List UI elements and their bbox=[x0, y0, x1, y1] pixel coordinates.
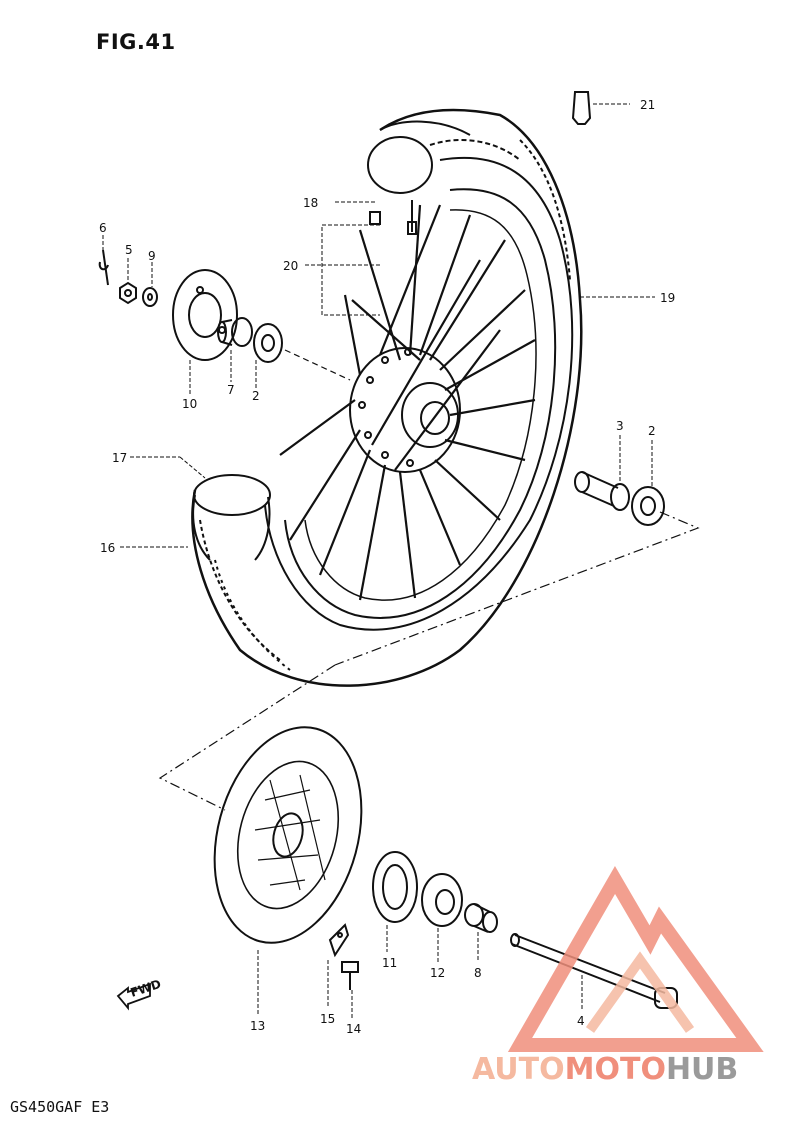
bearing-retainer bbox=[421, 873, 463, 927]
callout-c3: 3 bbox=[616, 419, 624, 433]
speedometer-gearbox-plate bbox=[172, 269, 238, 361]
callout-c15: 15 bbox=[320, 1012, 335, 1026]
callout-c6: 6 bbox=[99, 221, 107, 235]
callout-c19: 19 bbox=[660, 291, 675, 305]
tire bbox=[191, 108, 583, 687]
figure-title: FIG.41 bbox=[96, 30, 176, 54]
callout-c7: 7 bbox=[227, 383, 235, 397]
oil-seal bbox=[372, 851, 418, 923]
callout-c13: 13 bbox=[250, 1019, 265, 1033]
fwd-arrow-icon bbox=[116, 982, 151, 1011]
watermark-part-2: MOTO bbox=[564, 1052, 666, 1087]
disc-bolt bbox=[341, 961, 359, 990]
callout-c4: 4 bbox=[577, 1014, 585, 1028]
tube-section-bottom bbox=[192, 474, 271, 561]
cotter-pin bbox=[98, 249, 109, 286]
bearing-right bbox=[631, 486, 665, 526]
callout-c2b: 2 bbox=[648, 424, 656, 438]
callout-c11: 11 bbox=[382, 956, 397, 970]
tire-section-top bbox=[367, 120, 521, 194]
leader-lines bbox=[102, 103, 655, 1018]
callout-c2a: 2 bbox=[252, 389, 260, 403]
bearing-left bbox=[253, 323, 283, 363]
callout-c14: 14 bbox=[346, 1022, 361, 1036]
spacer-left bbox=[217, 317, 253, 347]
watermark-logo-icon bbox=[507, 866, 764, 1052]
watermark-text: AUTOMOTOHUB bbox=[472, 1052, 738, 1087]
callout-c5: 5 bbox=[125, 243, 133, 257]
washer bbox=[142, 287, 158, 307]
callout-c9: 9 bbox=[148, 249, 156, 263]
spokes bbox=[279, 204, 536, 601]
model-code: GS450GAF E3 bbox=[10, 1098, 110, 1116]
watermark-part-1: AUTO bbox=[472, 1052, 565, 1087]
tire-valve bbox=[407, 200, 417, 235]
rim bbox=[284, 188, 557, 619]
spacer bbox=[464, 903, 498, 933]
lock-washer bbox=[328, 923, 350, 958]
callout-c16: 16 bbox=[100, 541, 115, 555]
brake-disc bbox=[213, 726, 363, 944]
callout-c20: 20 bbox=[283, 259, 298, 273]
callout-c12: 12 bbox=[430, 966, 445, 980]
valve-cap bbox=[571, 91, 592, 125]
callout-c17: 17 bbox=[112, 451, 127, 465]
callout-c21: 21 bbox=[640, 98, 655, 112]
callout-c8: 8 bbox=[474, 966, 482, 980]
callout-numbers: 21 18 20 19 6 5 9 10 7 2 17 16 3 2 13 15… bbox=[99, 98, 675, 1036]
callout-c18: 18 bbox=[303, 196, 318, 210]
callout-c10: 10 bbox=[182, 397, 197, 411]
valve-nut bbox=[369, 211, 381, 225]
watermark-part-3: HUB bbox=[665, 1052, 739, 1087]
axle-nut bbox=[119, 281, 137, 305]
spacer-right bbox=[574, 471, 630, 511]
